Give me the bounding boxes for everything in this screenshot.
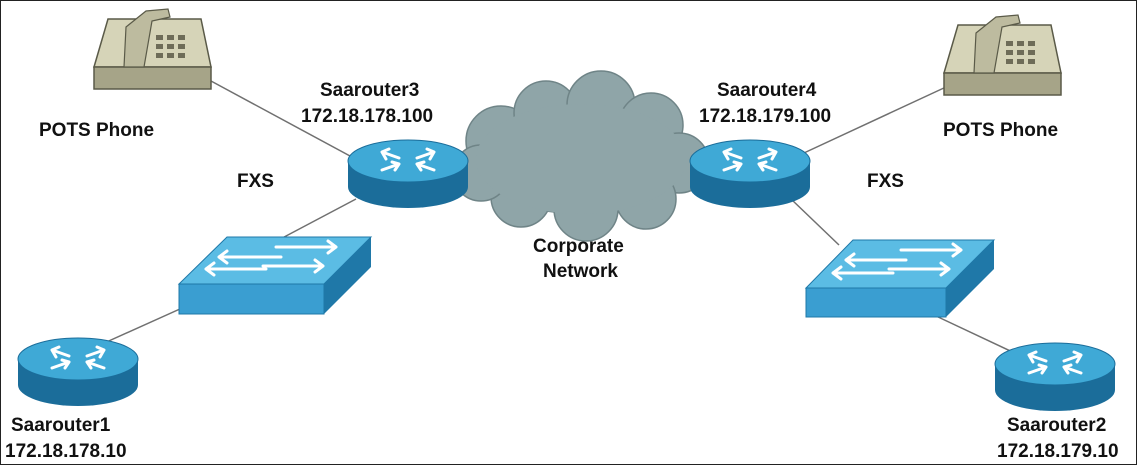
saarouter1-name: Saarouter1 [11, 415, 111, 436]
link-switch-right-saarouter2 [935, 315, 1022, 357]
pots-phone-left-icon [93, 8, 212, 90]
cloud-label-line1: Corporate [533, 236, 624, 257]
fxs-left-label: FXS [237, 171, 274, 192]
switch-right-icon [804, 239, 996, 318]
fxs-right-label: FXS [867, 171, 904, 192]
link-phone-left-saarouter3 [210, 80, 364, 164]
link-phone-right-saarouter4 [790, 86, 947, 160]
link-saarouter4-switch-right [790, 198, 840, 246]
saarouter2-ip: 172.18.179.10 [997, 441, 1119, 462]
router-saarouter3-icon [347, 139, 469, 208]
saarouter2-name: Saarouter2 [1007, 415, 1106, 436]
corporate-network-cloud [452, 70, 710, 242]
pots-phone-right-icon [943, 14, 1062, 96]
phone-left-label: POTS Phone [39, 120, 154, 141]
switch-left-icon [177, 236, 373, 315]
router-saarouter1-icon [17, 337, 139, 406]
router-saarouter4-icon [689, 139, 811, 208]
phone-right-label: POTS Phone [943, 120, 1058, 141]
saarouter3-ip: 172.18.178.100 [301, 106, 433, 127]
saarouter3-name: Saarouter3 [320, 80, 419, 101]
saarouter1-ip: 172.18.178.10 [5, 441, 127, 462]
router-saarouter2-icon [994, 342, 1116, 411]
saarouter4-ip: 172.18.179.100 [699, 106, 831, 127]
cloud-label-line2: Network [543, 261, 618, 282]
saarouter4-name: Saarouter4 [717, 80, 817, 101]
